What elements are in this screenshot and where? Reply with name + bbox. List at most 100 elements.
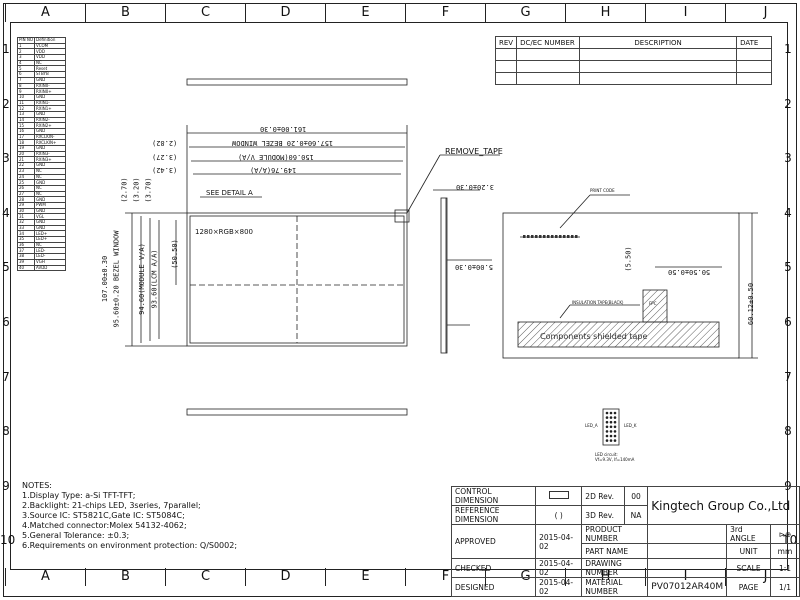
led-chip	[605, 420, 609, 424]
dim-module-va-width: 150.60(MODULE V/A)	[238, 153, 314, 161]
print-code-mark	[527, 235, 530, 238]
dim-left-small-1: (3.20)	[132, 177, 141, 203]
led-chip	[609, 430, 613, 433]
back-view-outline	[502, 212, 740, 359]
pin-definition: RXIN0+	[34, 88, 66, 95]
print-code-mark	[571, 235, 574, 238]
top-edge-view	[186, 78, 408, 86]
col-top-c: C	[165, 4, 245, 22]
led-chip	[605, 434, 609, 438]
revision-table: REV DC/EC NUMBER DESCRIPTION DATE	[494, 36, 773, 85]
dim-module-va-height: 94.60(MODULE V/A)	[137, 243, 146, 315]
led-chip	[613, 425, 617, 429]
row-left-7: 7	[2, 369, 10, 384]
led-chip	[605, 425, 609, 429]
pin-definition: VGH	[34, 258, 66, 266]
note-line-2: 2.Backlight: 21-chips LED, 3series, 7par…	[22, 501, 201, 510]
rev2d-value: 00	[623, 486, 649, 506]
dim-bezel-window-width: 157.60±0.20 BEZEL WINDOW	[232, 139, 334, 147]
checked-label: CHECKED	[450, 558, 537, 578]
led-chip	[613, 411, 617, 415]
row-right-3: 3	[784, 151, 792, 166]
scale-label: SCALE	[726, 558, 771, 578]
row-right-1: 1	[784, 42, 792, 56]
pin-definition: AVDD	[34, 264, 66, 272]
resolution-label: 1280×RGB×800	[195, 228, 253, 236]
col-top-h: H	[565, 4, 645, 22]
col-bottom-b: B	[85, 568, 165, 586]
shield-tape-area	[517, 321, 720, 348]
row-right-5: 5	[784, 260, 792, 275]
print-code-mark	[523, 235, 526, 238]
row-left-10: 10	[0, 533, 16, 548]
led-chip	[613, 430, 617, 433]
pin-definition: GND	[34, 76, 66, 84]
pin-definition: RXIN2-	[34, 116, 66, 124]
led-a-label-1: LED_A	[585, 423, 598, 428]
led-k-label-1: LED_K	[624, 423, 637, 428]
pin-definition: GND	[34, 93, 66, 101]
print-code-mark	[551, 235, 554, 238]
led-chip	[609, 425, 613, 429]
print-code-mark	[547, 235, 550, 238]
row-left-9: 9	[2, 478, 10, 493]
scale-value: 1:1	[769, 558, 800, 578]
led-chip	[613, 416, 617, 419]
row-left-6: 6	[2, 315, 10, 329]
angle-label: 3rd ANGLE	[726, 524, 771, 544]
col-top-d: D	[245, 4, 325, 22]
row-right-9: 9	[784, 478, 792, 493]
designed-label: DESIGNED	[450, 577, 537, 597]
angle-symbol-icon: ⊳⊕	[769, 524, 800, 544]
control-dimension-box	[535, 486, 583, 506]
row-left-1: 1	[2, 42, 10, 56]
note-line-3: 3.Source IC: ST5821C,Gate IC: ST5084C;	[22, 511, 185, 520]
led-chip	[609, 411, 613, 415]
led-chip	[605, 416, 609, 419]
fpc-tail	[642, 289, 668, 323]
col-bottom-a: A	[5, 568, 85, 586]
approved-date: 2015-04-02	[535, 524, 583, 559]
note-line-5: 5.General Tolerance: ±0.3;	[22, 531, 130, 540]
print-code-mark	[539, 235, 542, 238]
led-caption: LED circuit: Vf=9.3V, If=140mA	[595, 452, 635, 462]
fpc-label: FPC	[649, 301, 657, 306]
side-view	[440, 197, 448, 354]
print-code-mark	[555, 235, 558, 238]
control-dimension-label: CONTROL DIMENSION	[450, 486, 537, 506]
dim-inner-y: (50.50)	[170, 239, 179, 269]
col-top-b: B	[85, 4, 165, 22]
col-top-e: E	[325, 4, 405, 22]
dim-outline-height: 107.00±0.30	[101, 255, 110, 303]
back-dim-small: (5.50)	[624, 246, 633, 272]
col-top-g: G	[485, 4, 565, 22]
drawing-frame	[10, 22, 788, 570]
pin-definition: LED-	[34, 253, 66, 260]
title-block: CONTROL DIMENSION 2D Rev. 00 Kingtech Gr…	[450, 486, 800, 597]
checked-date: 2015-04-02	[535, 558, 583, 578]
part-name-label: PART NAME	[581, 543, 649, 559]
back-dim-fpc: 50.50±0.50	[668, 268, 711, 276]
led-chip	[609, 416, 613, 419]
row-left-4: 4	[2, 205, 10, 220]
bottom-edge-view	[186, 408, 408, 416]
dim-side-0: (2.82)	[152, 139, 178, 147]
pin-definition: RXIN0-	[34, 82, 66, 90]
page-label: PAGE	[726, 577, 771, 597]
remove-tape-label: REMOVE_TAPE	[445, 147, 503, 156]
print-code-mark	[543, 235, 546, 238]
pin-definition: NC	[34, 59, 66, 67]
shield-tape-label: Components shielded tape	[540, 332, 648, 341]
led-chip	[609, 420, 613, 424]
company-name: Kingtech Group Co.,Ltd	[647, 486, 800, 525]
